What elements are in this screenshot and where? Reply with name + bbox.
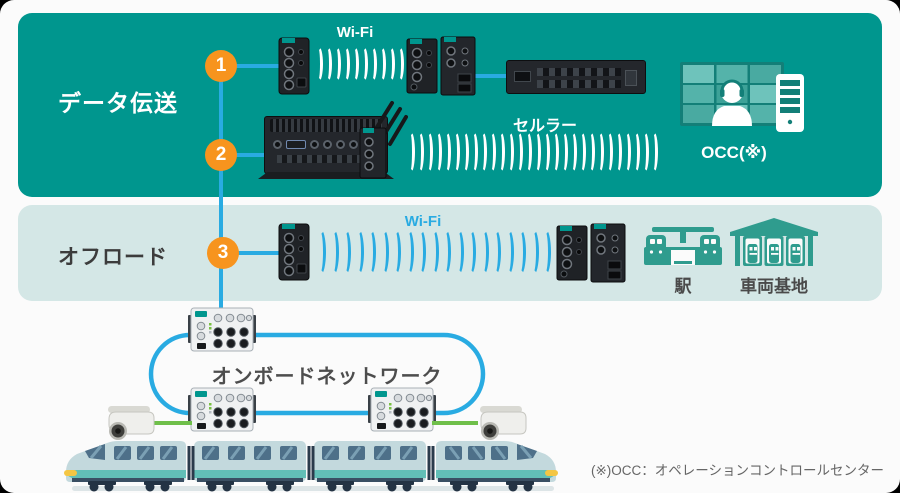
step-badge-2: 2	[205, 139, 237, 171]
onboard-network-label: オンボードネットワーク	[211, 366, 443, 388]
backbone-line	[219, 66, 223, 320]
cellular-antenna-module	[359, 101, 408, 179]
wifi-client-device	[406, 36, 476, 96]
wifi-offload-label: Wi-Fi	[404, 213, 442, 230]
station-icon	[644, 227, 722, 265]
camera-link-right	[432, 421, 478, 425]
step-badge-3: 3	[207, 237, 239, 269]
band-data-transmission-label: データ伝送	[58, 90, 178, 116]
rackmount-switch-device	[506, 60, 646, 94]
depot-icon	[730, 218, 818, 266]
wifi-waves-offload-icon	[315, 229, 553, 275]
camera-link-left	[150, 421, 192, 425]
link-step3	[232, 251, 282, 255]
depot-label: 車両基地	[740, 277, 808, 296]
link-step2	[230, 153, 272, 157]
station-label: 駅	[674, 277, 692, 296]
wifi-ap-device	[278, 37, 310, 95]
wifi-waves-top-icon	[314, 46, 404, 82]
occ-icon	[680, 62, 804, 132]
offload-client-device	[556, 223, 626, 283]
link-step1	[230, 64, 282, 68]
train-illustration	[62, 439, 560, 492]
onboard-switch-left	[188, 387, 256, 432]
ring-network-line	[148, 332, 486, 416]
onboard-switch-right	[368, 387, 436, 432]
wifi-top-label: Wi-Fi	[336, 24, 374, 41]
occ-label: OCC(※)	[701, 143, 767, 162]
band-offload-label: オフロード	[58, 246, 168, 269]
link-wifi-to-switch	[472, 74, 512, 78]
step-badge-1: 1	[205, 50, 237, 82]
footnote-text: (※)OCC：オペレーションコントロールセンター	[590, 463, 884, 478]
cellular-waves-icon	[406, 131, 658, 173]
onboard-switch-top	[188, 307, 256, 352]
cellular-label: セルラー	[512, 118, 577, 135]
offload-ap-device	[278, 223, 310, 281]
